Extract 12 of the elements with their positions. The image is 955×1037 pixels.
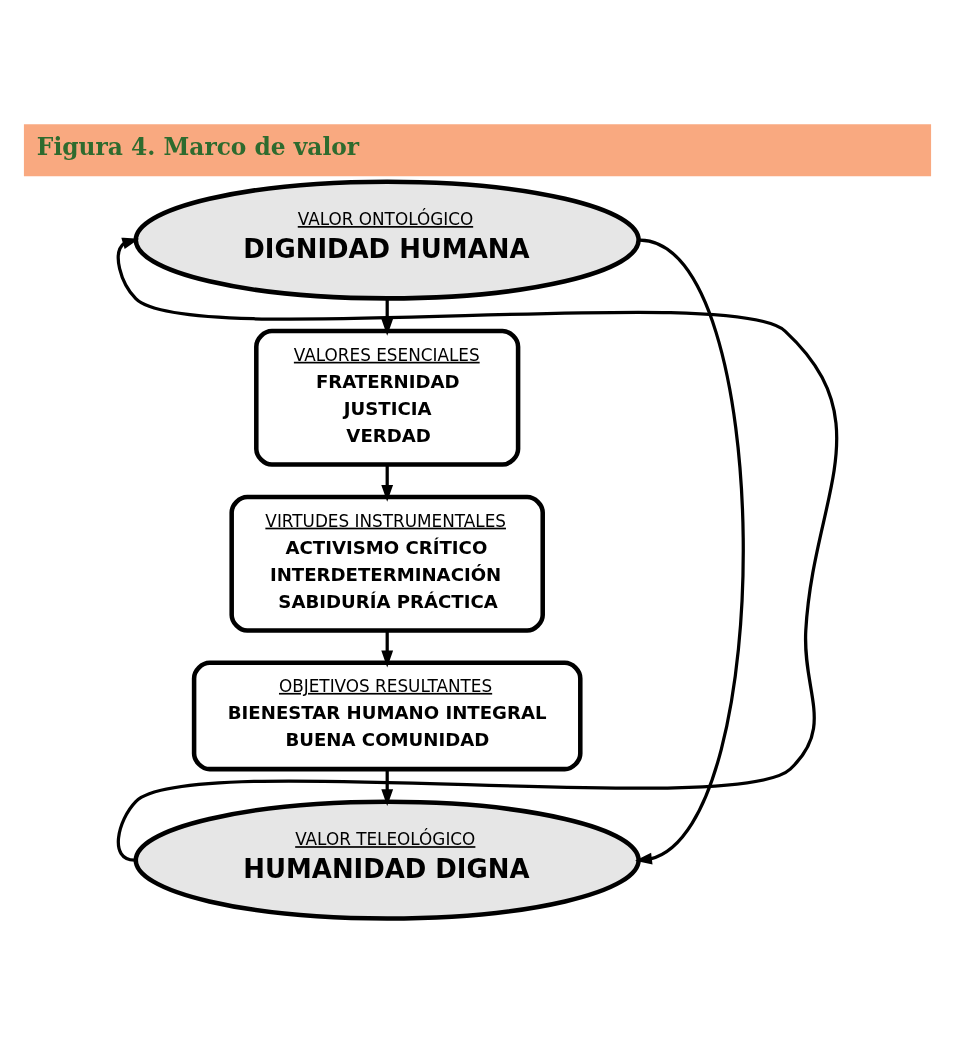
node-box: VALORES ESENCIALES FRATERNIDAD JUSTICIA VERDAD [254, 328, 521, 467]
node-box: VIRTUDES INSTRUMENTALES ACTIVISMO CRÍTICO INTERDETERMINACIÓN SABIDURÍA PRÁCTICA [229, 494, 545, 633]
arrow [381, 630, 394, 667]
arrow [381, 464, 394, 502]
node-box: OBJETIVOS RESULTANTES BIENESTAR HUMANO INTEGRAL BUENA COMUNIDAD [191, 660, 583, 771]
arrow [635, 238, 745, 865]
arrow [381, 298, 394, 336]
arrow [116, 237, 839, 861]
diagram-title: Figura 4. Marco de valor [36, 132, 360, 160]
arrow [381, 768, 394, 806]
node-ellipse: VALOR TELEOLÓGICO HUMANIDAD DIGNA [133, 799, 641, 921]
node-ellipse: VALOR ONTOLÓGICO DIGNIDAD HUMANA [133, 178, 641, 301]
